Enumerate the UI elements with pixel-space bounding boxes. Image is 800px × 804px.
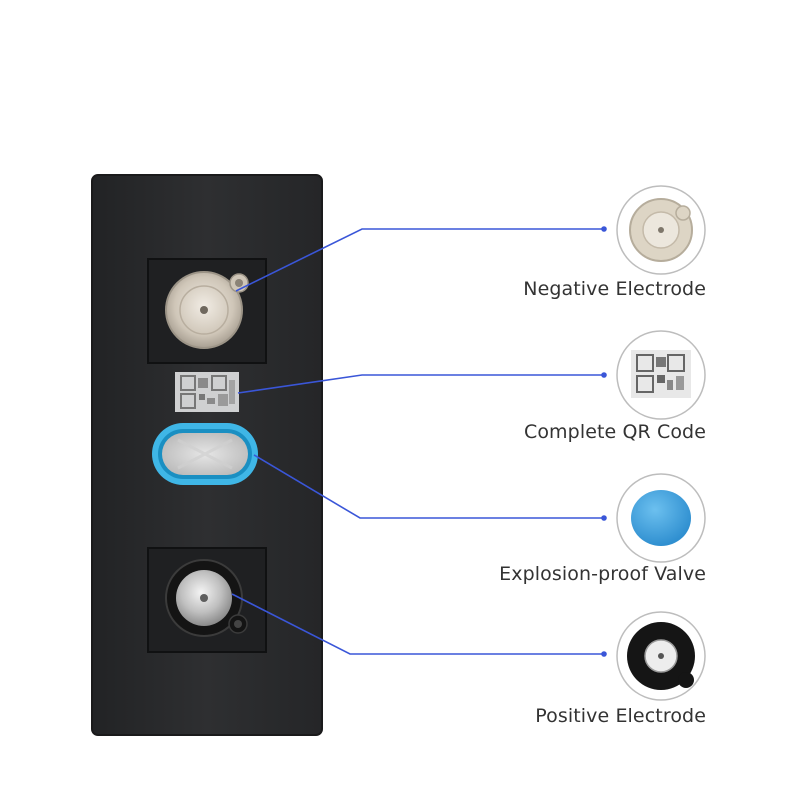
negative-electrode-thumbnail (616, 185, 706, 275)
negative-terminal (147, 258, 267, 364)
positive-electrode-label: Positive Electrode (535, 705, 706, 727)
positive-terminal (147, 547, 267, 653)
leader-lines (231, 226, 607, 657)
qr-code-thumbnail (616, 330, 706, 420)
negative-electrode-label: Negative Electrode (523, 278, 706, 300)
explosion-proof-valve (152, 423, 258, 485)
explosion-proof-valve-thumbnail (616, 473, 706, 563)
qr-code-label-text: Complete QR Code (523, 421, 706, 443)
explosion-proof-valve-label: Explosion-proof Valve (499, 563, 706, 585)
positive-electrode-thumbnail (616, 611, 706, 701)
qr-code-label (175, 372, 239, 412)
